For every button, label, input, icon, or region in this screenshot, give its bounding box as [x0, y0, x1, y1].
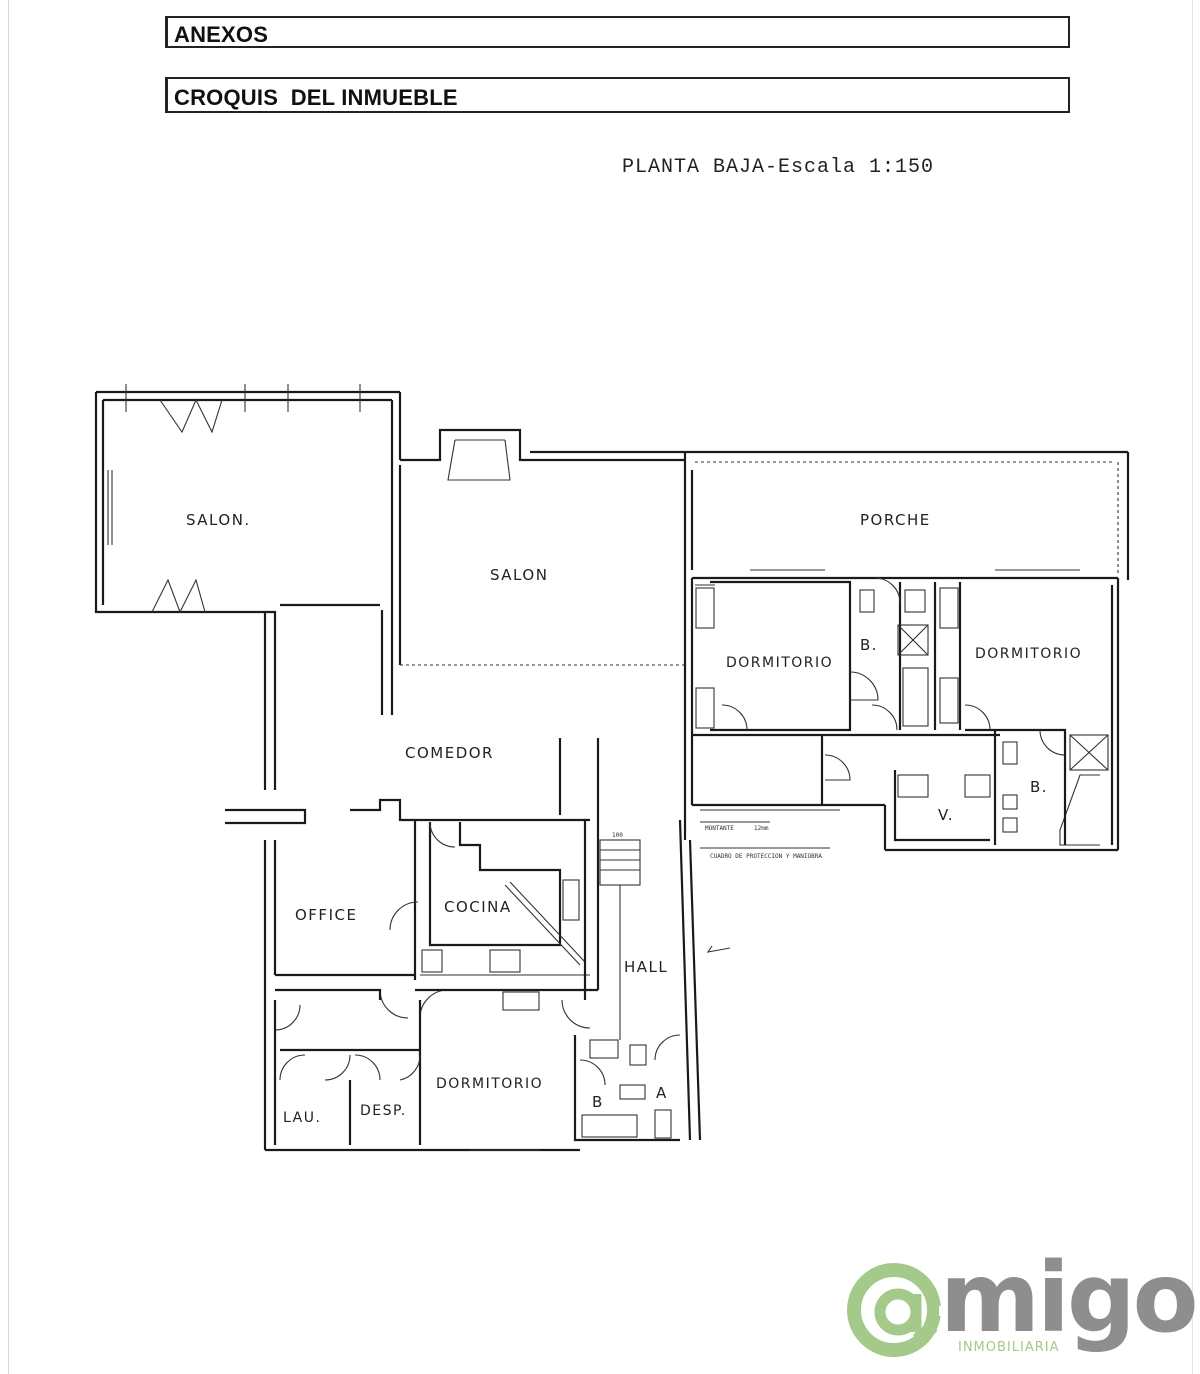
room-label-bano-right: B. [1030, 778, 1048, 796]
meter-label: MONTANTE [705, 825, 734, 832]
room-label-office: OFFICE [295, 906, 357, 924]
room-label-hall: HALL [624, 958, 668, 976]
room-label-comedor: COMEDOR [405, 744, 494, 762]
room-label-dormitorio-right: DORMITORIO [975, 646, 1082, 662]
room-label-vestidor: V. [938, 806, 954, 824]
meter-size-label: 12mm [754, 825, 769, 832]
scale-label: PLANTA BAJA-Escala 1:150 [622, 156, 935, 179]
room-label-salon-left: SALON. [186, 511, 251, 529]
page-edge [1192, 0, 1193, 1374]
room-label-bano-center: B. [860, 636, 878, 654]
room-label-despensa: DESP. [360, 1103, 407, 1119]
center-walls [225, 603, 702, 1150]
room-label-dormitorio-bottom: DORMITORIO [436, 1076, 543, 1092]
right-wing-walls [683, 450, 1130, 852]
room-label-lavadero: LAU. [283, 1110, 321, 1126]
room-label-bano-bottom: B [592, 1093, 604, 1111]
brand-logo-name: migo [940, 1242, 1199, 1354]
sketch-title-box: CROQUIS DEL INMUEBLE [165, 77, 1070, 113]
electrical-annotation: MONTANTE 12mm CUADRO DE PROTECCION Y MAN… [612, 821, 830, 953]
center-salon-walls [380, 428, 685, 715]
room-label-aseo: A [656, 1084, 668, 1102]
annex-title-box: ANEXOS [165, 16, 1070, 48]
room-label-dormitorio-center: DORMITORIO [726, 655, 833, 671]
bottom-walls [265, 988, 681, 1152]
sketch-title: CROQUIS DEL INMUEBLE [174, 85, 458, 110]
room-label-salon-center: SALON [490, 566, 548, 584]
left-salon-walls [94, 384, 402, 614]
room-label-porche: PORCHE [860, 511, 931, 529]
stairs-label: 100 [612, 832, 623, 839]
annex-title: ANEXOS [174, 22, 269, 47]
page-edge [8, 0, 9, 1374]
brand-logo-mark [847, 1263, 947, 1357]
room-label-cocina: COCINA [444, 898, 512, 916]
panel-label: CUADRO DE PROTECCION Y MANIOBRA [710, 853, 822, 860]
brand-logo-subtitle: INMOBILIARIA [958, 1340, 1060, 1355]
